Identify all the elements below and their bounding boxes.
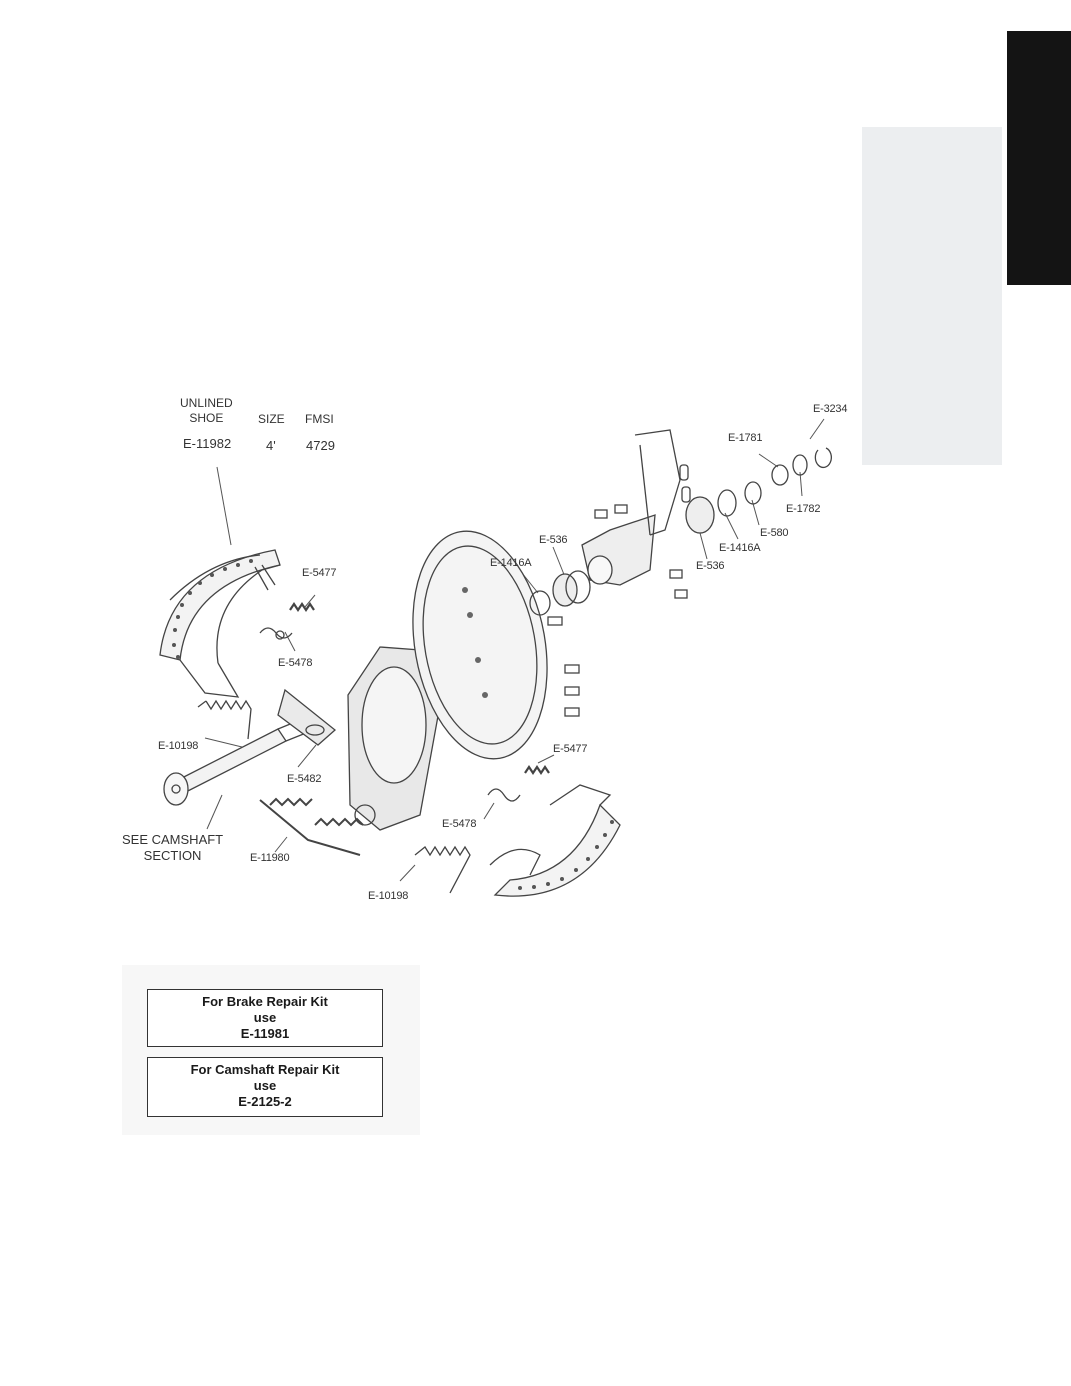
- part-label: E-10198: [158, 740, 199, 752]
- snap-ring-e3234: [814, 447, 832, 469]
- upper-brake-shoe: [159, 549, 281, 698]
- mounting-bolts: [547, 504, 688, 717]
- see-camshaft-callout: SEE CAMSHAFT SECTION: [122, 832, 223, 864]
- part-label: E-11980: [250, 852, 290, 864]
- part-label: E-5478: [442, 818, 477, 830]
- part-label: E-3234: [813, 403, 848, 415]
- part-label: E-5478: [278, 657, 313, 669]
- spring-e5477-top: [289, 602, 315, 612]
- part-label: E-5482: [287, 773, 322, 785]
- lower-brake-shoe: [489, 784, 621, 897]
- camshaft-bracket: [581, 429, 691, 586]
- header-fmsi: FMSI: [305, 412, 334, 426]
- section-tab-light: [862, 127, 1002, 465]
- seal-e1416a-right: [717, 489, 737, 517]
- camshaft-kit-part-number: E-2125-2: [238, 1094, 292, 1109]
- camshaft-kit-title: For Camshaft Repair Kit: [190, 1062, 340, 1077]
- return-spring-left: [197, 699, 252, 740]
- part-label: E-1782: [786, 503, 821, 515]
- clip-e5478-bottom: [487, 788, 521, 802]
- header-unlined-shoe-line1: UNLINED: [180, 396, 233, 410]
- part-label: E-536: [539, 534, 568, 546]
- header-unlined-shoe: UNLINED SHOE: [180, 396, 233, 426]
- spring-e11980: [259, 797, 364, 856]
- anchor-plate-e5482: [277, 688, 337, 746]
- brake-assembly-diagram: UNLINED SHOE SIZE FMSI E-11982 4' 4729 E…: [110, 385, 860, 920]
- return-spring-right: [414, 845, 471, 894]
- brake-kit-part-number: E-11981: [240, 1026, 290, 1041]
- header-size: SIZE: [258, 412, 285, 426]
- spider-housing: [347, 646, 441, 831]
- seal-e1416a-left: [529, 590, 551, 616]
- clip-e5478-top: [259, 627, 293, 640]
- spring-e5477-bottom: [524, 765, 550, 775]
- washer-e580: [744, 481, 762, 505]
- part-label: E-5477: [553, 743, 588, 755]
- dust-shield: [412, 530, 548, 760]
- camshaft-repair-kit-box: For Camshaft Repair Kit use E-2125-2: [147, 1057, 383, 1117]
- bushing-e536-right: [685, 496, 715, 534]
- camshaft-kit-use: use: [253, 1078, 277, 1093]
- shoe-part-number: E-11982: [183, 436, 232, 451]
- part-label: E-5477: [302, 567, 337, 579]
- fmsi-value: 4729: [306, 438, 335, 453]
- brake-kit-title: For Brake Repair Kit: [202, 994, 328, 1009]
- see-camshaft-line2: SECTION: [143, 848, 202, 863]
- part-label: E-580: [760, 527, 789, 539]
- washer-e1781: [771, 464, 789, 486]
- brake-repair-kit-box: For Brake Repair Kit use E-11981: [147, 989, 383, 1047]
- header-unlined-shoe-line2: SHOE: [189, 411, 224, 425]
- part-label: E-10198: [368, 890, 409, 902]
- part-label: E-1416A: [719, 542, 761, 554]
- camshaft: [163, 719, 307, 806]
- brake-kit-use: use: [253, 1010, 277, 1025]
- part-label: E-1781: [728, 432, 763, 444]
- exploded-view-drawing: [159, 418, 832, 897]
- size-value: 4': [266, 438, 276, 453]
- part-label: E-1416A: [490, 557, 532, 569]
- washer-e1782: [792, 454, 808, 476]
- see-camshaft-line1: SEE CAMSHAFT: [122, 832, 224, 847]
- part-label: E-536: [696, 560, 725, 572]
- section-tab-dark: [1007, 31, 1071, 285]
- bushing-e536-left: [552, 570, 591, 607]
